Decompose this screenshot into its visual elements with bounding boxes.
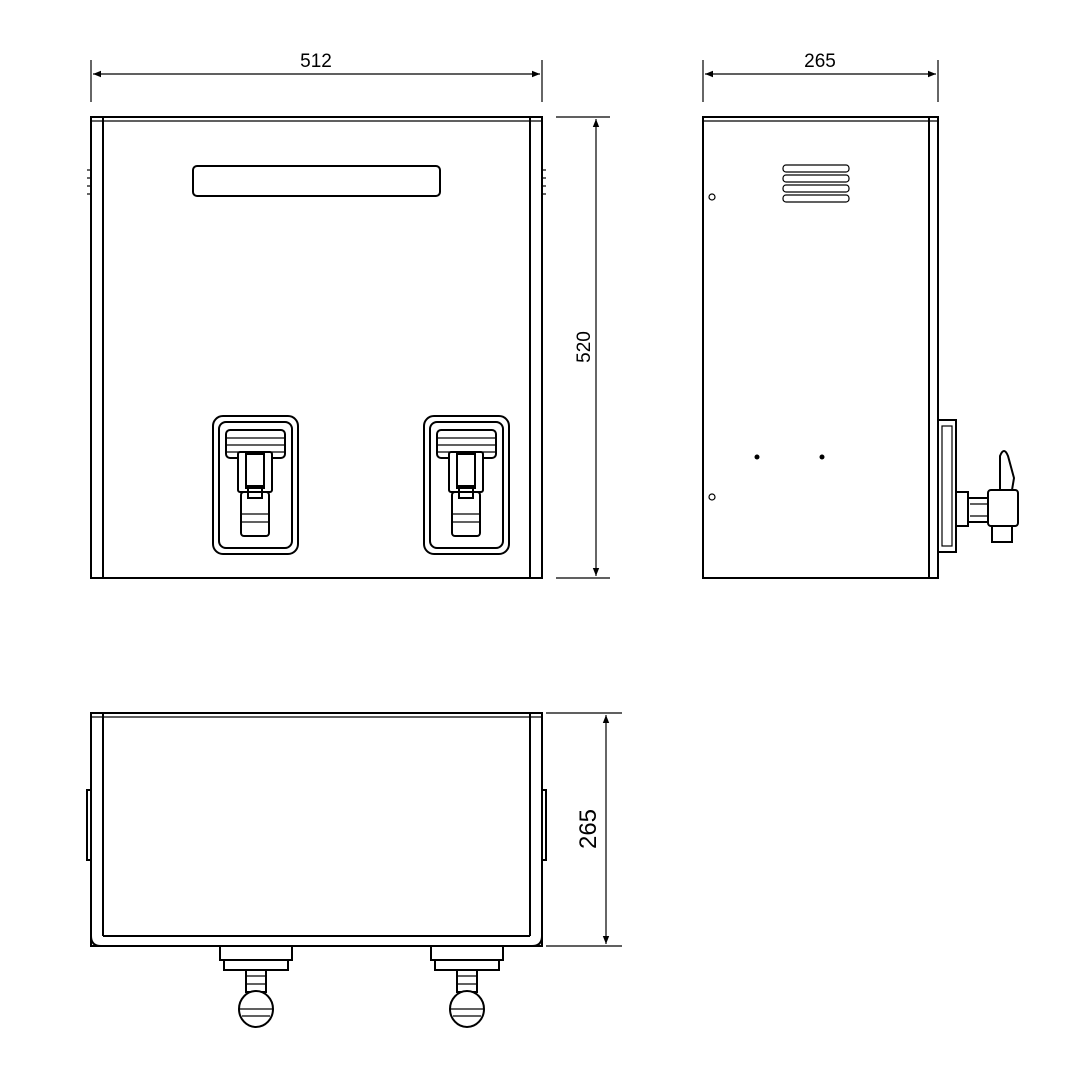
top-tap-left	[219, 945, 293, 1028]
side-tap	[937, 419, 1019, 553]
screw-hole	[819, 454, 825, 460]
front-vents	[87, 169, 546, 195]
screw-hole	[708, 493, 716, 501]
front-tap-left	[212, 415, 299, 555]
side-body	[702, 116, 939, 579]
top-body	[90, 712, 543, 947]
side-view: 265	[702, 51, 1019, 579]
side-depth-dimension: 265	[702, 51, 939, 102]
front-height-dimension: 520	[556, 116, 610, 579]
front-height-label: 520	[574, 331, 595, 363]
front-tap-right	[423, 415, 510, 555]
screw-hole	[754, 454, 760, 460]
front-body	[90, 116, 543, 579]
front-width-label: 512	[300, 51, 332, 72]
front-width-dimension: 512	[90, 51, 543, 102]
top-depth-dimension: 265	[546, 712, 622, 947]
top-tap-right	[430, 945, 504, 1028]
side-vent-grille	[782, 164, 850, 203]
front-view: 512	[87, 51, 610, 579]
display-window	[192, 165, 441, 197]
top-view: 265	[86, 712, 622, 1028]
screw-hole	[708, 193, 716, 201]
top-depth-label: 265	[575, 809, 602, 849]
side-depth-label: 265	[804, 51, 836, 72]
